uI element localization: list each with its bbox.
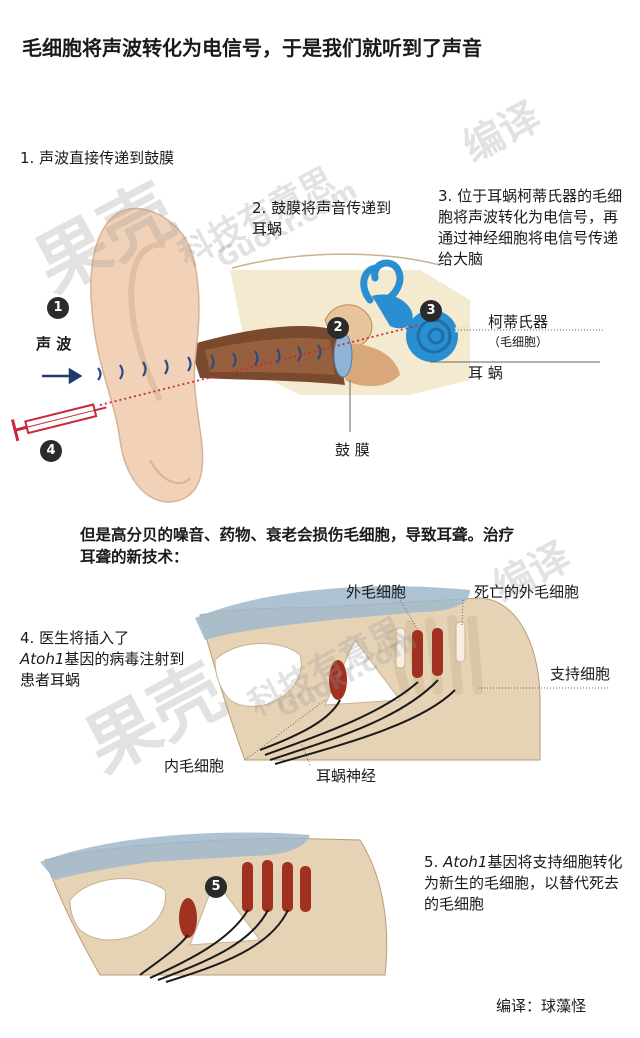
step-badge-4: 4: [40, 440, 62, 462]
tunnel-of-corti-bottom: [189, 878, 261, 946]
step5-prefix: 5.: [424, 853, 444, 871]
step4-text: 4. 医生将插入了 Atoh1基因的病毒注射到患者耳蜗: [20, 628, 190, 691]
step1-text: 1. 声波直接传递到鼓膜: [20, 149, 175, 167]
step-badge-3: 3: [420, 300, 442, 322]
sound-arrow: [42, 367, 83, 385]
step3-text: 3. 位于耳蜗柯蒂氏器的毛细胞将声波转化为电信号，再通过神经细胞将电信号传递给大…: [438, 187, 623, 268]
tectorial-membrane-bottom: [40, 832, 310, 880]
head-outline: [231, 253, 441, 269]
semicircular-canals: [360, 259, 404, 304]
new-hair-cells-bottom: [242, 860, 311, 912]
tectorial-membrane-mid: [195, 586, 470, 640]
step4-gene-name: Atoh1: [20, 650, 65, 668]
inner-hair-cell-label: 内毛细胞: [164, 757, 225, 775]
dead-outer-hair-cell-label: 死亡的外毛细胞: [474, 583, 580, 601]
hair-cell-paren-label: （毛细胞）: [488, 335, 549, 349]
step5-gene-name: Atoh1: [443, 853, 488, 871]
step4-rest: 基因的病毒注射到患者耳蜗: [20, 650, 185, 689]
fluid-chamber-mid: [214, 643, 302, 707]
outer-hair-cell-label: 外毛细胞: [346, 583, 407, 601]
step-badge-2: 2: [327, 317, 349, 339]
inner-hair-cell-bottom: [179, 898, 197, 938]
eardrum-shape: [333, 332, 353, 378]
pinna: [90, 207, 204, 503]
organ-of-corti-label: 柯蒂氏器: [488, 313, 549, 331]
cochlear-nerve-fibers-mid: [259, 679, 456, 765]
sound-wave-label: 声 波: [36, 335, 72, 353]
cochlear-nerve-label: 耳蜗神经: [316, 767, 377, 785]
pinna-fold: [128, 241, 166, 402]
fluid-chamber-bottom: [69, 878, 166, 941]
auditory-nerve: [454, 325, 471, 333]
dead-outer-hair-cells: [395, 621, 466, 669]
damage-intro-text: 但是高分贝的噪音、药物、衰老会损伤毛细胞，导致耳聋。治疗耳聋的新技术：: [80, 526, 515, 566]
step5-rest: 基因将支持细胞转化为新生的毛细胞，以替代死去的毛细胞: [424, 853, 623, 913]
vestibule: [372, 294, 413, 329]
step4-prefix: 4. 医生将插入了: [20, 629, 130, 647]
supporting-cell-label: 支持细胞: [550, 665, 611, 683]
step2-text: 2. 鼓膜将声音传递到耳蜗: [252, 199, 392, 238]
cochlea-spiral-inner: [427, 327, 445, 345]
page-title: 毛细胞将声波转化为电信号，于是我们就听到了声音: [22, 36, 482, 60]
credit-text: 编译：球藻怪: [496, 997, 587, 1015]
cochlea-label: 耳 蜗: [468, 364, 503, 382]
eardrum-label: 鼓 膜: [335, 441, 370, 459]
step5-text: 5. Atoh1基因将支持细胞转化为新生的毛细胞，以替代死去的毛细胞: [424, 852, 624, 915]
syringe-icon: [11, 403, 107, 442]
ear-canal-inner: [205, 338, 335, 375]
outer-hair-cells-mid: [412, 628, 443, 678]
step-badge-5: 5: [205, 876, 227, 898]
leader-dead-mid: [461, 599, 464, 626]
middle-ear-tissue: [340, 343, 400, 387]
ear-lobe-curve: [149, 459, 191, 485]
step-badge-1: 1: [47, 297, 69, 319]
inner-hair-cell-mid: [329, 660, 347, 700]
cochlear-nerve-fibers-bottom: [139, 909, 289, 983]
